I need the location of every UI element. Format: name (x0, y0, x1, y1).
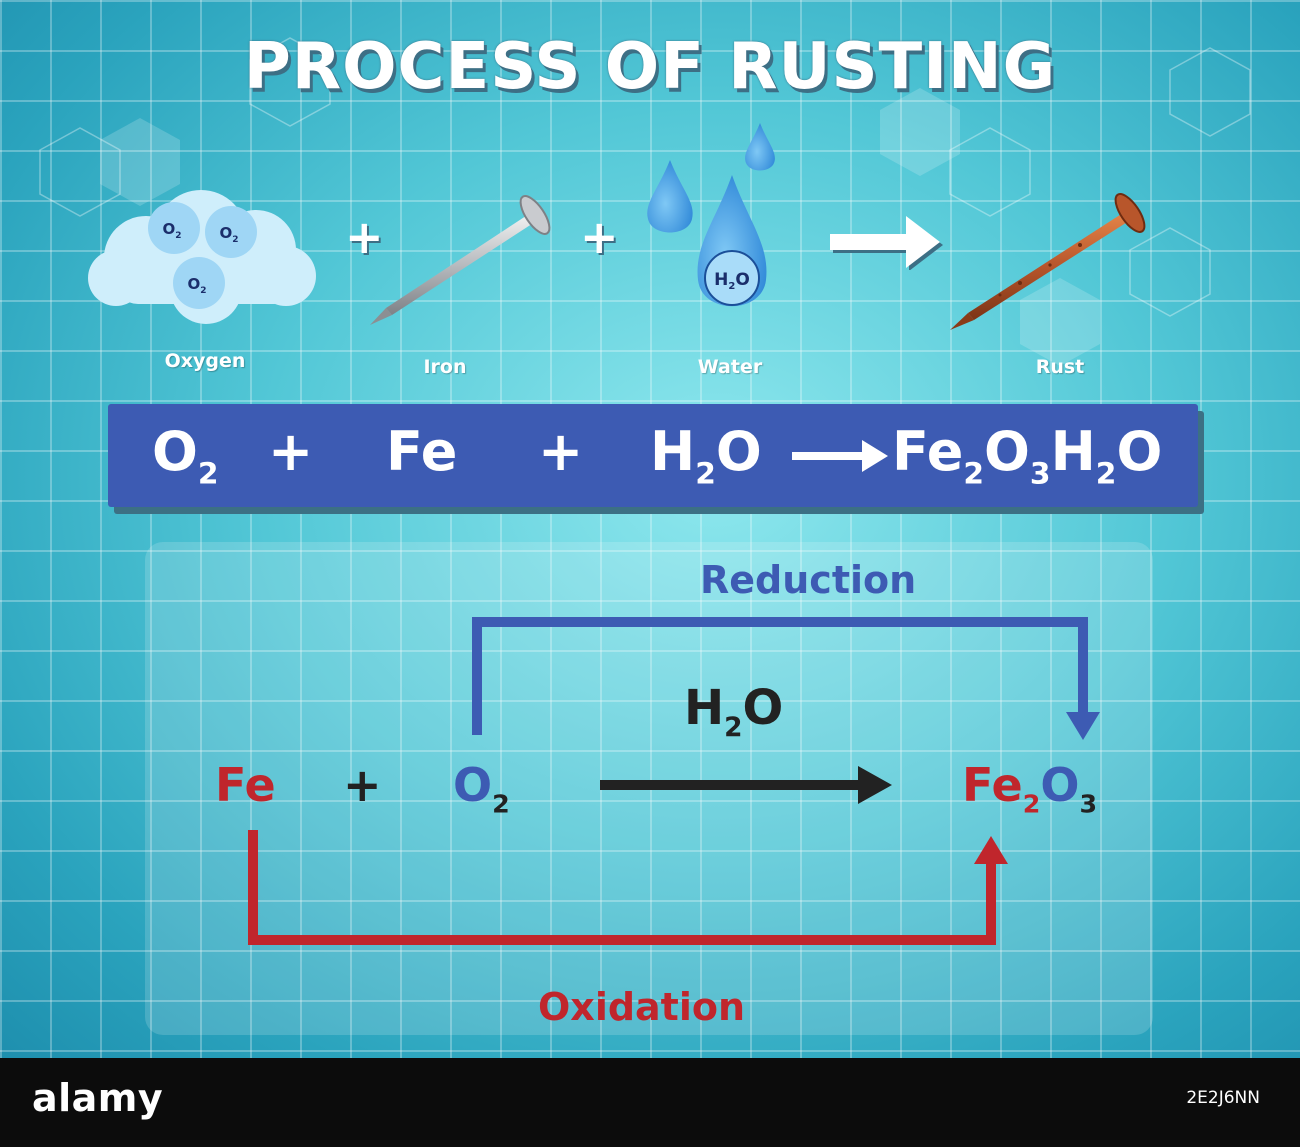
iron-label: Iron (423, 356, 467, 378)
redox-product: Fe2O3 (962, 758, 1098, 819)
image-id: 2E2J6NN (1186, 1088, 1260, 1108)
rust-nail-icon (950, 193, 1146, 330)
oxidation-arrow (248, 830, 996, 945)
iron-nail-icon (370, 195, 551, 325)
o2-molecule-1: O2 (162, 220, 181, 241)
infographic: PROCESS OF RUSTING O2 O2 O2 Oxygen + (0, 0, 1300, 1058)
eq-plus-1: + (268, 420, 314, 483)
background-hexagons (39, 37, 1251, 366)
page-title: PROCESS OF RUSTING (243, 30, 1057, 104)
redox-fe: Fe (215, 758, 276, 812)
reaction-arrow (600, 780, 862, 790)
background-grid (0, 0, 1300, 1058)
h2o-molecule: H2O (714, 270, 750, 292)
oxidation-label: Oxidation (538, 985, 746, 1029)
eq-o2: O2 (152, 420, 219, 492)
oxidation-arrowhead-icon (974, 836, 1008, 864)
eq-plus-2: + (538, 420, 584, 483)
redox-plus: + (343, 758, 382, 812)
oxygen-label: Oxygen (164, 350, 246, 372)
redox-o2: O2 (453, 758, 510, 819)
yields-arrow-icon (830, 216, 943, 270)
reaction-arrowhead-icon (858, 766, 892, 804)
rust-label: Rust (1035, 356, 1085, 378)
plus-sign-2: + (580, 210, 619, 264)
reduction-label: Reduction (700, 558, 917, 602)
water-label: Water (697, 356, 763, 378)
eq-h2o: H2O (650, 420, 762, 492)
footer-bar: alamy 2E2J6NN (0, 1058, 1300, 1147)
eq-fe: Fe (386, 420, 458, 483)
catalyst-h2o: H2O (684, 680, 784, 743)
o2-molecule-3: O2 (187, 275, 206, 296)
alamy-logo: alamy (32, 1076, 164, 1120)
reduction-arrowhead-icon (1066, 712, 1100, 740)
equation-banner (108, 404, 1198, 507)
redox-arrows (248, 617, 1100, 945)
plus-sign-1: + (345, 210, 384, 264)
eq-arrow-icon (792, 440, 888, 472)
eq-product: Fe2O3H2O (892, 420, 1163, 492)
o2-molecule-2: O2 (219, 224, 238, 245)
reduction-arrow (472, 617, 1088, 735)
oxygen-cloud-icon: O2 O2 O2 (88, 190, 316, 324)
water-drops-icon: H2O (647, 123, 775, 307)
